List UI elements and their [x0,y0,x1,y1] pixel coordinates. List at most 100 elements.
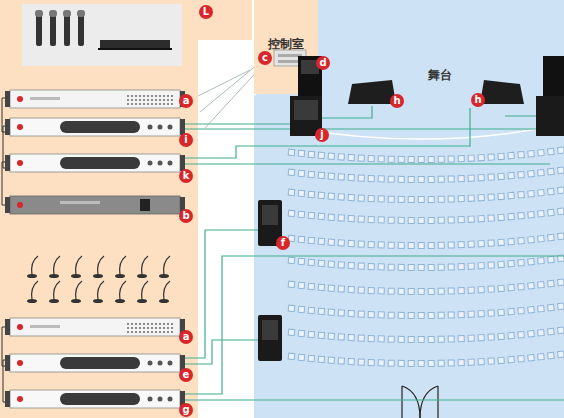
power-amplifier [5,390,185,408]
speaker-cabinet [536,96,564,136]
power-amplifier [5,354,185,372]
auditorium-floor [254,0,564,418]
callout-circle [315,128,329,142]
callout-circle [276,236,290,250]
conference-mics [142,256,148,275]
callout-number: L [199,5,213,19]
conference-mics [164,256,170,275]
power-sequencer [60,201,100,204]
rack-panel [0,0,198,418]
signal-wire [180,230,260,358]
rack-cable [2,327,5,366]
power-amplifier [5,154,185,172]
conference-mic-base [27,274,169,303]
callout-number: e [179,368,193,382]
audio-processor [5,90,185,108]
speaker-cabinet [258,200,282,246]
seat-rows [288,150,564,364]
rack-cable [3,126,5,168]
callout-circle [179,169,193,183]
wireless-mic-set [63,10,71,17]
power-sequencer [140,199,150,211]
seat-rows [288,354,564,364]
power-sequencer [5,197,10,213]
seat-rows [288,330,564,340]
seat-rows [288,330,564,340]
conference-mic-base [137,299,147,303]
control-wire [198,64,262,128]
wireless-mic-set [100,40,170,48]
callout-circle [179,330,193,344]
callout-number: g [179,403,193,417]
area-label: 舞台 [428,67,452,84]
conference-mic-base [137,274,147,278]
stage-monitor [348,80,524,104]
seat-rows [288,170,564,180]
callout-number: a [179,94,193,108]
seat-rows [288,236,564,246]
callout-number: d [316,56,330,70]
conference-mic-base [159,274,169,278]
conference-mic-base [49,299,59,303]
door [420,386,438,418]
conference-mic-base [93,274,103,278]
power-sequencer [5,196,185,214]
speaker-cabinet [543,56,564,96]
speaker-highlight [262,205,278,225]
callout-circle [390,94,404,108]
conference-mic-base [49,274,59,278]
signal-wire [180,163,550,164]
speaker-highlight [262,60,319,340]
seat-rows [288,258,564,268]
callout-number: k [179,169,193,183]
wireless-mic-set [36,12,84,46]
conference-mics [142,281,148,300]
conference-mics [98,281,104,300]
seat-rows [288,354,564,364]
seat-rows [288,282,564,292]
power-sequencer [10,196,180,214]
conference-mics [120,256,126,275]
signal-wire [180,106,564,400]
rack-panel [198,0,252,40]
callout-circle [316,56,330,70]
wireless-mic-set [64,12,70,46]
wireless-mic-set [36,12,42,46]
signal-wire [180,108,470,158]
callout-circle [179,94,193,108]
wireless-mic-set [50,12,56,46]
seat-rows [288,306,564,316]
power-sequencer [17,202,23,208]
speaker-highlight [294,100,318,120]
conference-mic-base [159,299,169,303]
seat-rows [288,170,564,180]
callout-number: h [390,94,404,108]
conference-mic-base [71,274,81,278]
callout-circle [179,5,485,417]
seat-rows [288,306,564,316]
control-wire [198,70,250,96]
signal-wire [180,123,292,124]
conference-mics [120,281,126,300]
stage-monitor [480,80,524,104]
callout-number: a [179,330,193,344]
speaker-highlight [262,320,278,340]
speaker-cabinet [258,315,282,361]
door [437,386,438,418]
wireless-mic-set [78,12,84,46]
callout-circle [179,368,193,382]
audio-processor [5,318,185,336]
seat-rows [288,236,564,246]
conference-mics [98,256,104,275]
callout-circle [199,5,213,19]
callout-number: f [276,236,290,250]
conference-mics [32,256,38,275]
wireless-mic-set [77,10,85,17]
conference-mic-base [71,299,81,303]
conference-mics [54,256,60,275]
signal-wire [180,256,564,394]
conference-mic-base [115,274,125,278]
door [402,386,420,418]
